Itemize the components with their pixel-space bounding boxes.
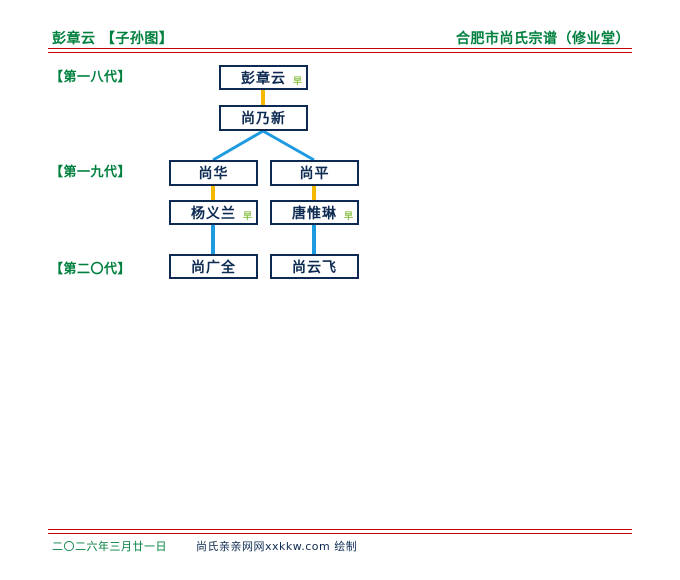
descent-line-to-shangping [262, 129, 315, 162]
descent-line-to-shanghua [212, 129, 264, 162]
footer-divider [48, 529, 632, 534]
person-box-shanghua[interactable]: 尚华 [169, 160, 258, 186]
person-name: 尚乃新 [241, 111, 286, 127]
footer-credit: 尚氏亲亲网网xxkkw.com 绘制 [196, 540, 358, 553]
person-box-pengzhangyun[interactable]: 彭章云 早 [219, 65, 308, 90]
person-box-yangyilan[interactable]: 杨义兰 早 [169, 200, 258, 225]
generation-label-18: 【第一八代】 [50, 70, 132, 85]
gender-marker-icon: 早 [292, 77, 302, 87]
gender-marker-icon: 早 [343, 212, 353, 222]
footer-date: 二〇二六年三月廿一日 [52, 540, 167, 553]
person-name: 尚华 [198, 166, 229, 182]
person-name: 唐惟琳 [292, 205, 337, 222]
generation-label-20: 【第二〇代】 [50, 262, 132, 277]
person-box-tangweilin[interactable]: 唐惟琳 早 [270, 200, 359, 225]
person-name: 杨义兰 [191, 205, 236, 222]
generation-label-19: 【第一九代】 [50, 165, 132, 180]
person-box-shangyunfei[interactable]: 尚云飞 [270, 254, 359, 279]
page-title: 彭章云 【子孙图】 [52, 31, 174, 47]
person-box-shangping[interactable]: 尚平 [270, 160, 359, 186]
header-divider [48, 48, 632, 53]
page-header: 彭章云 【子孙图】 合肥市尚氏宗谱（修业堂） [48, 28, 632, 50]
genealogy-book-title: 合肥市尚氏宗谱（修业堂） [456, 31, 630, 47]
person-name: 尚平 [299, 166, 330, 182]
person-box-shangguangquan[interactable]: 尚广全 [169, 254, 258, 279]
person-name: 尚云飞 [292, 259, 337, 276]
gender-marker-icon: 早 [242, 212, 252, 222]
person-box-shangnaixin[interactable]: 尚乃新 [219, 105, 308, 131]
person-name: 彭章云 [241, 70, 286, 87]
person-name: 尚广全 [191, 259, 236, 276]
